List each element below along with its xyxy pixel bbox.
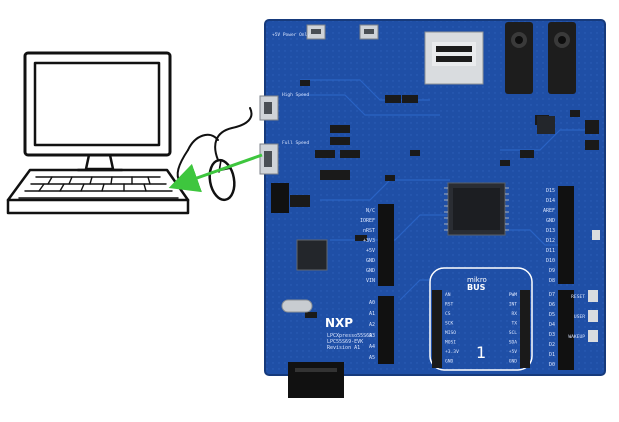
digital-pin-label: D1 bbox=[549, 352, 555, 358]
mikrobus-label-2: BUS bbox=[467, 283, 486, 292]
analog-pin-label: A1 bbox=[369, 311, 375, 317]
button-label: RESET bbox=[571, 294, 585, 300]
digital-pin-label: D10 bbox=[546, 258, 555, 264]
mikrobus-pin-label: INT bbox=[509, 302, 518, 308]
mikrobus-pin-label: +3.3V bbox=[445, 349, 459, 355]
audio-jack-1 bbox=[505, 22, 533, 94]
mikrobus-pin-label: MOSI bbox=[445, 340, 456, 346]
mikrobus-pin-label: PWM bbox=[509, 292, 518, 298]
digital-pin-label: D11 bbox=[546, 248, 555, 254]
analog-pin-label: A0 bbox=[369, 300, 375, 306]
crystal-oscillator bbox=[281, 299, 313, 313]
debug-header bbox=[271, 183, 289, 213]
power-pin-label: N/C bbox=[366, 208, 375, 214]
digital-pin-label: D12 bbox=[546, 238, 555, 244]
digital-pin-label: D13 bbox=[546, 228, 555, 234]
full-speed-label: Full Speed bbox=[282, 140, 309, 146]
power-header-labels: N/C IOREF nRST +3V3 +5V GND GND VIN bbox=[360, 208, 375, 284]
digital-pin-label: GND bbox=[546, 218, 555, 224]
power-header bbox=[378, 204, 394, 286]
mikrobus-pin-label: SCK bbox=[445, 321, 454, 327]
usb-connector-top-1 bbox=[306, 24, 326, 40]
digital-pin-label: D2 bbox=[549, 342, 555, 348]
digital-header-bottom bbox=[558, 290, 574, 370]
power-pin-label: +3V3 bbox=[363, 238, 375, 244]
digital-pin-label: D6 bbox=[549, 302, 555, 308]
mikrobus-pin-label: MISO bbox=[445, 330, 456, 336]
power-only-label: +5V Power Only bbox=[272, 32, 310, 38]
digital-pin-label: AREF bbox=[543, 208, 555, 214]
usb-connector-left-2 bbox=[259, 143, 279, 175]
power-pin-label: +5V bbox=[366, 248, 375, 254]
mikrobus-pin-label: GND bbox=[445, 359, 454, 365]
user-button bbox=[588, 310, 598, 322]
mikrobus-label: mikro bbox=[467, 276, 487, 284]
mikrobus-left-pin-labels: AN RST CS SCK MISO MOSI +3.3V GND bbox=[445, 292, 459, 365]
power-pin-label: IOREF bbox=[360, 218, 375, 224]
codec-chip bbox=[537, 116, 555, 134]
button-label: USER bbox=[574, 314, 585, 320]
analog-pin-label: A4 bbox=[369, 344, 375, 350]
reset-button bbox=[588, 290, 598, 302]
digital-pin-label: D0 bbox=[549, 362, 555, 368]
mikrobus-right-pin-labels: PWM INT RX TX SCL SDA +5V GND bbox=[509, 292, 518, 365]
digital-pin-label: D14 bbox=[546, 198, 555, 204]
sd-card-slot bbox=[424, 31, 484, 85]
button-label: WAKEUP bbox=[568, 334, 585, 340]
monitor-icon bbox=[23, 51, 172, 172]
wakeup-button bbox=[588, 330, 598, 342]
digital-pin-label: D7 bbox=[549, 292, 555, 298]
mikrobus-pin-label: RST bbox=[445, 302, 454, 308]
mouse-icon bbox=[176, 107, 253, 202]
digital-pin-label: D15 bbox=[546, 188, 555, 194]
right-edge-button bbox=[592, 230, 600, 240]
audio-jack-2 bbox=[548, 22, 576, 94]
digital-pin-label: D3 bbox=[549, 332, 555, 338]
mikrobus-area bbox=[429, 267, 533, 371]
digital-header-top bbox=[558, 186, 574, 284]
model-line-2: LPC55S69-EVK bbox=[327, 339, 363, 345]
power-pin-label: GND bbox=[366, 258, 375, 264]
mikrobus-pin-label: SDA bbox=[509, 340, 518, 346]
high-speed-label: High Speed bbox=[282, 92, 309, 98]
brand-logo: NXP bbox=[325, 316, 353, 330]
analog-pin-label: A2 bbox=[369, 322, 375, 328]
digital-pin-label: D8 bbox=[549, 278, 555, 284]
debug-chip bbox=[296, 239, 328, 271]
mikrobus-pin-label: CS bbox=[445, 311, 451, 317]
digital-pin-label: D4 bbox=[549, 322, 555, 328]
power-pin-label: GND bbox=[366, 268, 375, 274]
mikrobus-pin-label: RX bbox=[511, 311, 517, 317]
connection-arrow bbox=[168, 153, 263, 193]
analog-header bbox=[378, 296, 394, 364]
pcb-small-components bbox=[275, 80, 599, 318]
analog-pin-label: A3 bbox=[369, 333, 375, 339]
analog-pin-label: A5 bbox=[369, 355, 375, 361]
keyboard-icon bbox=[6, 168, 190, 215]
model-line-3: Revision A1 bbox=[327, 345, 360, 351]
digital-pin-label: D9 bbox=[549, 268, 555, 274]
power-pin-label: VIN bbox=[366, 278, 375, 284]
model-line-1: LPCXpresso55S69 bbox=[327, 333, 372, 339]
mikrobus-pin-label: +5V bbox=[509, 349, 518, 355]
computer-sketch-icon bbox=[6, 51, 253, 215]
mikrobus-pin-label: GND bbox=[509, 359, 518, 365]
usb-connector-top-2 bbox=[359, 24, 379, 40]
usb-connector-left-1 bbox=[259, 95, 279, 121]
bottom-header bbox=[288, 362, 344, 398]
mikrobus-pin-label: SCL bbox=[509, 330, 518, 336]
mikrobus-pin-label: TX bbox=[511, 321, 517, 327]
power-pin-label: nRST bbox=[363, 228, 375, 234]
digital-pin-label: D5 bbox=[549, 312, 555, 318]
mcu-chip bbox=[444, 182, 509, 236]
pcb-board: NXP LPCXpresso55S69 LPC55S69-EVK Revisio… bbox=[259, 19, 606, 398]
mikrobus-slot-number: 1 bbox=[476, 343, 486, 362]
side-button-labels: RESET USER WAKEUP bbox=[568, 294, 585, 340]
mikrobus-pin-label: AN bbox=[445, 292, 451, 298]
